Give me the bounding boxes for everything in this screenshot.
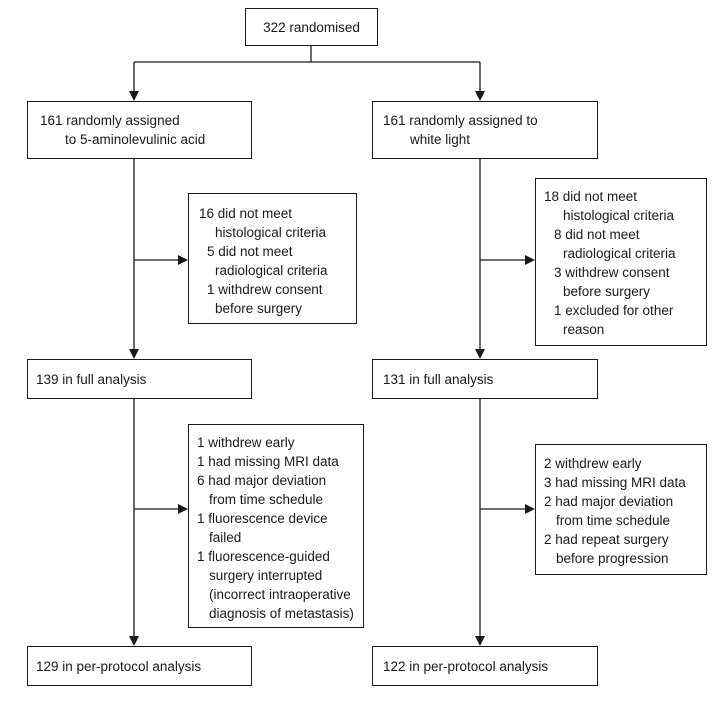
exclusion-lead: 1 had missing MRI data <box>197 454 339 469</box>
arm-white-light-full-analysis-text: 131 in full analysis <box>383 372 494 387</box>
arrowhead-down <box>475 636 485 646</box>
arm-white-light-exclusions-box: 18 did not meet histological criteria 8 … <box>535 178 707 346</box>
exclusion-lead: 3 withdrew consent <box>554 265 670 280</box>
exclusion-lead: 1 fluorescence-guided <box>197 549 330 564</box>
arm-white-light-assigned-box: 161 randomly assigned to white light <box>372 101 598 159</box>
randomised-box: 322 randomised <box>245 8 378 46</box>
exclusion-lead: 1 excluded for other <box>554 303 674 318</box>
arm-ala-assigned-box: 161 randomly assigned to 5-aminolevulini… <box>27 101 252 159</box>
exclusion-detail: histological criteria <box>215 225 327 240</box>
exclusion-lead: 5 did not meet <box>207 244 293 259</box>
exclusion-lead: 1 withdrew consent <box>207 282 323 297</box>
exclusion-detail: from time schedule <box>556 513 671 528</box>
exclusion-lead: 6 had major deviation <box>197 473 327 488</box>
arrowhead-right <box>178 504 188 514</box>
exclusion-detail: radiological criteria <box>563 246 676 261</box>
exclusion-detail: reason <box>563 322 605 337</box>
exclusion-detail: histological criteria <box>563 208 675 223</box>
exclusion-detail: failed <box>209 530 242 545</box>
arrowhead-right <box>178 255 188 265</box>
arm-ala-full-analysis-box: 139 in full analysis <box>27 359 252 399</box>
arrowhead-down <box>475 349 485 359</box>
exclusion-lead: 2 had major deviation <box>544 494 674 509</box>
arrowhead-down <box>129 91 139 101</box>
exclusion-lead: 8 did not meet <box>554 227 640 242</box>
exclusion-detail: before surgery <box>215 301 303 316</box>
exclusion-lead: 18 did not meet <box>544 189 638 204</box>
arm-white-light-per-protocol-box: 122 in per-protocol analysis <box>372 646 598 686</box>
arm-ala-per-protocol-box: 129 in per-protocol analysis <box>27 646 252 686</box>
arrowhead-down <box>129 636 139 646</box>
arm-ala-assigned-line-2: to 5-aminolevulinic acid <box>65 132 206 147</box>
arrowhead-down <box>475 91 485 101</box>
exclusion-lead: 3 had missing MRI data <box>544 475 686 490</box>
arm-ala-exclusions-box: 16 did not meet histological criteria 5 … <box>188 193 357 324</box>
randomised-text: 322 randomised <box>263 20 360 35</box>
arm-ala-protocol-exclusions-box: 1 withdrew early 1 had missing MRI data … <box>188 424 364 628</box>
arm-white-light-assigned-line-2: white light <box>410 132 471 147</box>
arm-ala-assigned-line-1: 161 randomly assigned <box>40 113 180 128</box>
arm-white-light-full-analysis-box: 131 in full analysis <box>372 359 598 399</box>
exclusion-detail: before progression <box>556 551 669 566</box>
arrowhead-right <box>525 504 535 514</box>
arm-ala-per-protocol-text: 129 in per-protocol analysis <box>36 659 202 674</box>
exclusion-lead: 1 fluorescence device <box>197 511 328 526</box>
arm-white-light-per-protocol-text: 122 in per-protocol analysis <box>383 659 549 674</box>
exclusion-lead: 16 did not meet <box>199 206 293 221</box>
exclusion-detail: before surgery <box>563 284 651 299</box>
exclusion-detail: radiological criteria <box>215 263 328 278</box>
exclusion-detail: (incorrect intraoperative <box>209 587 351 602</box>
exclusion-lead: 1 withdrew early <box>197 435 295 450</box>
arrowhead-right <box>525 255 535 265</box>
exclusion-detail: diagnosis of metastasis) <box>209 606 354 621</box>
exclusion-detail: from time schedule <box>209 492 324 507</box>
arrowhead-down <box>129 349 139 359</box>
arm-white-light-protocol-exclusions-box: 2 withdrew early 3 had missing MRI data … <box>535 444 707 575</box>
exclusion-lead: 2 had repeat surgery <box>544 532 669 547</box>
arm-ala-full-analysis-text: 139 in full analysis <box>36 372 147 387</box>
exclusion-lead: 2 withdrew early <box>544 456 642 471</box>
arm-white-light-assigned-line-1: 161 randomly assigned to <box>383 113 538 128</box>
exclusion-detail: surgery interrupted <box>209 568 323 583</box>
